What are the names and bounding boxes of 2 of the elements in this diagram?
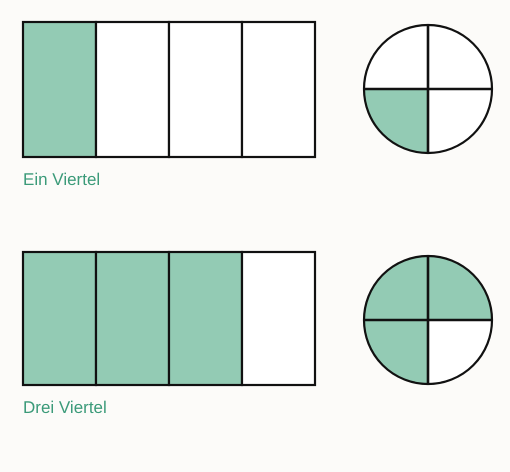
fraction-caption: Drei Viertel <box>23 398 107 418</box>
fraction-caption: Ein Viertel <box>23 170 100 190</box>
